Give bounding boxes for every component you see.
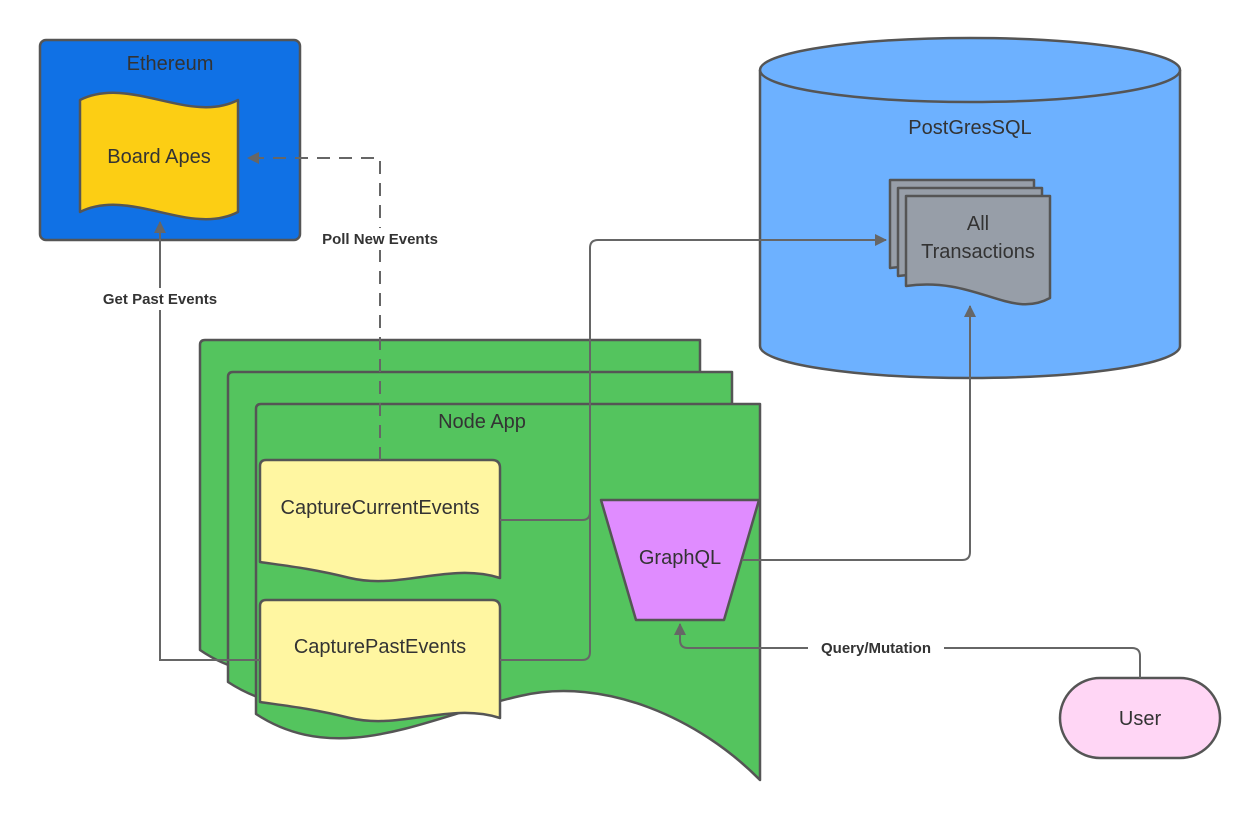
all-transactions-doc-front (904, 194, 1052, 306)
edge-capture-past-to-transactions[interactable] (500, 512, 591, 661)
edge-get-past-events-label-bg (88, 288, 232, 310)
edge-query-mutation[interactable]: Query/Mutation (674, 623, 1141, 678)
edge-get-past-events-line (154, 221, 260, 661)
all-transactions-label-line1: All (967, 213, 989, 235)
edge-get-past-events-label: Get Past Events (103, 291, 217, 308)
user-label: User (1119, 708, 1162, 730)
edge-poll-new-events-label: Poll New Events (322, 231, 438, 248)
board-apes-shape (78, 91, 240, 221)
capture-current-events-shape (258, 458, 502, 583)
all-transactions-label-line2: Transactions (921, 241, 1035, 263)
board-apes-node[interactable]: Board Apes (78, 91, 240, 221)
edge-graphql-to-transactions[interactable] (742, 305, 976, 561)
edge-poll-new-events-line (247, 152, 381, 460)
edge-poll-new-events-label-bg (308, 228, 452, 250)
capture-past-events-shape (258, 598, 502, 723)
capture-past-events-node[interactable]: CapturePastEvents (258, 598, 502, 723)
capture-current-events-node[interactable]: CaptureCurrentEvents (258, 458, 502, 583)
edge-query-mutation-label-bg (808, 637, 944, 659)
edge-poll-new-events[interactable]: Poll New Events (247, 152, 452, 460)
graphql-node[interactable]: GraphQL (599, 498, 761, 622)
ethereum-label: Ethereum (127, 53, 214, 75)
board-apes-label: Board Apes (107, 146, 210, 168)
edge-capture-current-to-transactions[interactable] (500, 234, 887, 521)
user-node[interactable]: User (1058, 676, 1222, 760)
capture-past-events-label: CapturePastEvents (294, 636, 466, 658)
edge-query-mutation-label: Query/Mutation (821, 640, 931, 657)
edge-get-past-events[interactable]: Get Past Events (88, 221, 260, 661)
postgres-label: PostGresSQL (908, 117, 1031, 139)
postgres-database[interactable]: PostGresSQL (758, 36, 1182, 380)
graphql-shape (599, 498, 761, 622)
node-app-label: Node App (438, 411, 526, 433)
capture-current-events-label: CaptureCurrentEvents (281, 497, 480, 519)
postgres-cylinder-top (758, 36, 1182, 104)
all-transactions-node[interactable]: All Transactions (888, 178, 1052, 306)
graphql-label: GraphQL (639, 547, 721, 569)
